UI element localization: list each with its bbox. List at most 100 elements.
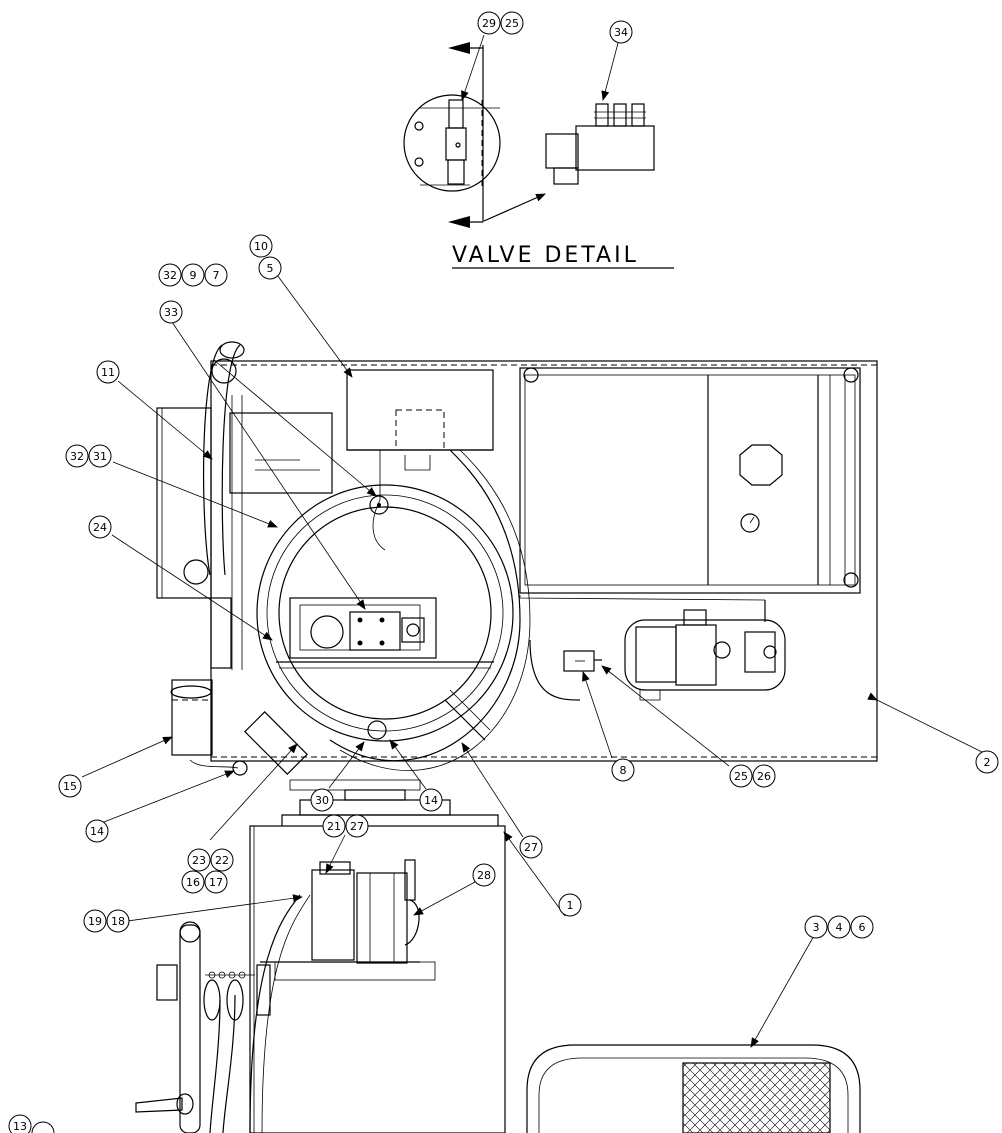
valve-detail-title: VALVE DETAIL bbox=[452, 243, 639, 268]
callout-21: 21 bbox=[322, 814, 346, 838]
detail-leader bbox=[483, 193, 546, 222]
callout-23: 23 bbox=[187, 848, 211, 872]
filter bbox=[563, 650, 595, 672]
svg-text:11: 11 bbox=[101, 366, 115, 379]
callout-1: 1 bbox=[558, 893, 582, 917]
solenoid-valve bbox=[575, 125, 655, 171]
callout-33: 33 bbox=[159, 300, 183, 324]
callout-4: 4 bbox=[827, 915, 851, 939]
drum-inner bbox=[278, 506, 492, 720]
callout-7: 7 bbox=[204, 263, 228, 287]
callout-2: 2 bbox=[975, 750, 999, 774]
svg-text:32: 32 bbox=[70, 450, 84, 463]
callout-10: 10 bbox=[249, 234, 273, 258]
callout-8: 8 bbox=[611, 758, 635, 782]
solenoid-coil bbox=[545, 133, 579, 169]
valve-fitting bbox=[448, 99, 464, 129]
svg-text:21: 21 bbox=[327, 820, 341, 833]
svg-text:7: 7 bbox=[213, 269, 220, 282]
callout-11: 11 bbox=[96, 360, 120, 384]
callout-26: 26 bbox=[752, 764, 776, 788]
callout-27b: 27 bbox=[519, 835, 543, 859]
svg-text:27: 27 bbox=[350, 820, 364, 833]
svg-text:25: 25 bbox=[734, 770, 748, 783]
cabinet bbox=[249, 825, 506, 1133]
callout-31: 31 bbox=[88, 444, 112, 468]
motor-assembly bbox=[289, 597, 437, 659]
callout-14b: 14 bbox=[419, 788, 443, 812]
svg-text:24: 24 bbox=[93, 521, 107, 534]
pressure-tank bbox=[356, 872, 408, 964]
callout-32: 32 bbox=[158, 263, 182, 287]
svg-text:32: 32 bbox=[163, 269, 177, 282]
svg-text:27: 27 bbox=[524, 841, 538, 854]
callout-25b: 25 bbox=[729, 764, 753, 788]
svg-text:18: 18 bbox=[111, 915, 125, 928]
callout-22: 22 bbox=[210, 848, 234, 872]
callouts: 29 25 34 10 5 32 9 7 33 11 32 31 24 15 1… bbox=[8, 11, 999, 1133]
callout-25: 25 bbox=[500, 11, 524, 35]
svg-text:9: 9 bbox=[190, 269, 197, 282]
callout-24: 24 bbox=[88, 515, 112, 539]
detail-circle bbox=[403, 94, 501, 192]
svg-text:33: 33 bbox=[164, 306, 178, 319]
callout-9: 9 bbox=[181, 263, 205, 287]
gauge bbox=[740, 513, 760, 533]
handle-tube bbox=[179, 924, 201, 1133]
drum-fitting-bottom bbox=[367, 720, 387, 740]
svg-text:5: 5 bbox=[267, 262, 274, 275]
callout-29: 29 bbox=[477, 11, 501, 35]
leader-lines bbox=[81, 267, 983, 1048]
callout-5: 5 bbox=[258, 256, 282, 280]
svg-text:6: 6 bbox=[859, 921, 866, 934]
svg-text:4: 4 bbox=[836, 921, 843, 934]
callout-17: 17 bbox=[204, 870, 228, 894]
svg-text:17: 17 bbox=[209, 876, 223, 889]
callout-30: 30 bbox=[310, 788, 334, 812]
svg-text:19: 19 bbox=[88, 915, 102, 928]
svg-text:30: 30 bbox=[315, 794, 329, 807]
callout-32b: 32 bbox=[65, 444, 89, 468]
callout-3: 3 bbox=[804, 915, 828, 939]
right-tray bbox=[519, 367, 861, 594]
callout-28: 28 bbox=[472, 863, 496, 887]
callout-15: 15 bbox=[58, 774, 82, 798]
svg-text:28: 28 bbox=[477, 869, 491, 882]
svg-text:26: 26 bbox=[757, 770, 771, 783]
svg-text:15: 15 bbox=[63, 780, 77, 793]
svg-text:25: 25 bbox=[505, 17, 519, 30]
front-view bbox=[135, 779, 861, 1133]
svg-text:22: 22 bbox=[215, 854, 229, 867]
callout-19: 19 bbox=[83, 909, 107, 933]
callout-6: 6 bbox=[850, 915, 874, 939]
base-plate bbox=[210, 360, 878, 762]
svg-text:13: 13 bbox=[13, 1120, 27, 1133]
svg-text:10: 10 bbox=[254, 240, 268, 253]
svg-text:8: 8 bbox=[620, 764, 627, 777]
svg-text:29: 29 bbox=[482, 17, 496, 30]
cage-frame bbox=[526, 1044, 861, 1133]
reservoir bbox=[171, 679, 213, 756]
svg-text:1: 1 bbox=[567, 899, 574, 912]
callout-18: 18 bbox=[106, 909, 130, 933]
callout-13: 13 bbox=[8, 1114, 32, 1133]
drum-fitting-top bbox=[369, 495, 389, 515]
svg-text:34: 34 bbox=[614, 26, 628, 39]
svg-text:14: 14 bbox=[90, 825, 104, 838]
svg-text:3: 3 bbox=[813, 921, 820, 934]
valve-detail: VALVE DETAIL bbox=[403, 34, 674, 269]
callout-14: 14 bbox=[85, 819, 109, 843]
pump-assembly bbox=[624, 619, 786, 691]
plan-view bbox=[156, 341, 878, 776]
svg-text:23: 23 bbox=[192, 854, 206, 867]
svg-text:2: 2 bbox=[984, 756, 991, 769]
callout-34: 34 bbox=[609, 20, 633, 44]
callout-16: 16 bbox=[181, 870, 205, 894]
svg-text:14: 14 bbox=[424, 794, 438, 807]
callout-27: 27 bbox=[345, 814, 369, 838]
svg-text:31: 31 bbox=[93, 450, 107, 463]
drum-outer bbox=[256, 484, 514, 742]
svg-text:16: 16 bbox=[186, 876, 200, 889]
tray-port bbox=[739, 444, 783, 486]
